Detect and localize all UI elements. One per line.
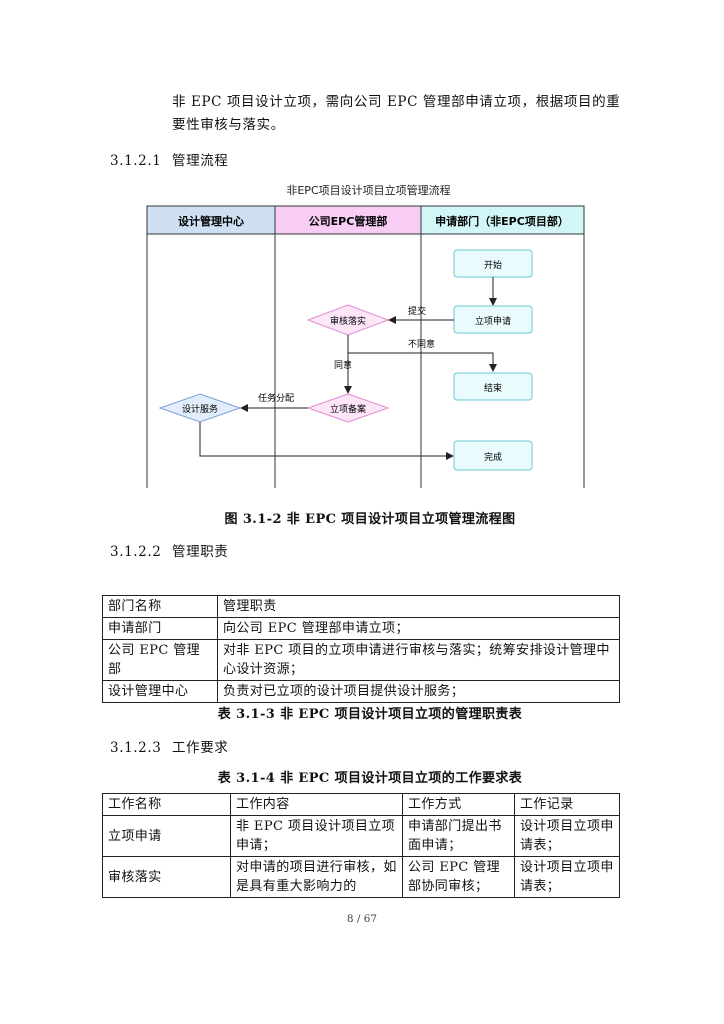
table-header-cell: 工作记录 xyxy=(514,793,620,816)
lane-header-bg xyxy=(420,205,585,235)
edge-complete xyxy=(199,422,454,460)
intro-paragraph: 非 EPC 项目设计立项，需向公司 EPC 管理部申请立项，根据项目的重要性审核… xyxy=(172,94,621,133)
flowchart: 设计管理中心 公司EPC管理部 申请部门（非EPC项目部） 开始 立项申请 审核… xyxy=(146,205,585,488)
lane-label: 设计管理中心 xyxy=(178,214,244,228)
figure-caption: 图 3.1-2 非 EPC 项目设计项目立项管理流程图 xyxy=(224,512,516,527)
node-label: 结束 xyxy=(484,382,502,394)
table-cell: 审核落实 xyxy=(102,856,231,898)
table-cell: 非 EPC 项目设计项目立项申请； xyxy=(230,815,403,857)
table-cell: 设计项目立项申请表； xyxy=(514,856,620,898)
table-cell: 对申请的项目进行审核，如是具有重大影响力的 xyxy=(230,856,403,898)
node-label: 设计服务 xyxy=(182,403,218,415)
table-cell: 立项申请 xyxy=(102,815,231,857)
edge-label: 提交 xyxy=(408,305,426,317)
table-cell: 公司 EPC 管理部协同审核； xyxy=(402,856,515,898)
edge-label: 不同意 xyxy=(408,338,435,350)
table-cell: 设计管理中心 xyxy=(102,680,218,703)
section-title: 管理职责 xyxy=(172,544,229,560)
section-title: 管理流程 xyxy=(172,153,229,169)
table-cell: 向公司 EPC 管理部申请立项； xyxy=(217,617,620,640)
table-cell: 设计项目立项申请表； xyxy=(514,815,620,857)
flowchart-title: 非EPC项目设计项目立项管理流程 xyxy=(286,184,451,197)
node-label: 完成 xyxy=(484,451,502,463)
table-header-cell: 管理职责 xyxy=(217,595,620,618)
table-cell: 申请部门 xyxy=(102,617,218,640)
edge-label: 同意 xyxy=(334,359,352,371)
table-row: 立项申请 非 EPC 项目设计项目立项申请； 申请部门提出书面申请； 设计项目立… xyxy=(102,815,620,857)
table-header-cell: 工作方式 xyxy=(402,793,515,816)
table-cell: 公司 EPC 管理部 xyxy=(102,639,218,681)
requirements-table: 工作名称 工作内容 工作方式 工作记录 立项申请 非 EPC 项目设计项目立项申… xyxy=(102,793,620,898)
table-row: 公司 EPC 管理部 对非 EPC 项目的立项申请进行审核与落实；统筹安排设计管… xyxy=(102,639,620,681)
req-table-caption: 表 3.1-4 非 EPC 项目设计项目立项的工作要求表 xyxy=(217,771,523,786)
node-complete xyxy=(453,440,533,471)
node-label: 立项申请 xyxy=(475,315,511,327)
section-number: 3.1.2.2 xyxy=(110,544,162,560)
node-label: 开始 xyxy=(484,259,502,271)
node-filing xyxy=(306,393,390,423)
table-cell: 对非 EPC 项目的立项申请进行审核与落实；统筹安排设计管理中心设计资源； xyxy=(217,639,620,681)
section-heading-requirements: 3.1.2.3 工作要求 xyxy=(110,736,228,756)
section-title: 工作要求 xyxy=(172,740,229,756)
duty-table-caption: 表 3.1-3 非 EPC 项目设计项目立项的管理职责表 xyxy=(217,707,523,722)
lane-label: 申请部门（非EPC项目部） xyxy=(435,214,569,228)
node-label: 审核落实 xyxy=(330,315,366,327)
table-header-row: 工作名称 工作内容 工作方式 工作记录 xyxy=(102,793,620,816)
table-header-cell: 工作内容 xyxy=(230,793,403,816)
table-cell: 负责对已立项的设计项目提供设计服务； xyxy=(217,680,620,703)
page-number: 8 / 67 xyxy=(346,913,378,925)
section-number: 3.1.2.1 xyxy=(110,153,162,169)
lane-header-bg xyxy=(274,205,422,235)
table-header-row: 部门名称 管理职责 xyxy=(102,595,620,618)
node-label: 立项备案 xyxy=(330,403,366,415)
lane-label: 公司EPC管理部 xyxy=(309,214,388,228)
section-heading-duties: 3.1.2.2 管理职责 xyxy=(110,540,228,560)
table-row: 审核落实 对申请的项目进行审核，如是具有重大影响力的 公司 EPC 管理部协同审… xyxy=(102,856,620,898)
table-row: 申请部门 向公司 EPC 管理部申请立项； xyxy=(102,617,620,640)
section-heading-flow: 3.1.2.1 管理流程 xyxy=(110,149,228,169)
node-end xyxy=(453,372,533,401)
section-number: 3.1.2.3 xyxy=(110,740,162,756)
table-header-cell: 工作名称 xyxy=(102,793,231,816)
table-row: 设计管理中心 负责对已立项的设计项目提供设计服务； xyxy=(102,680,620,703)
duty-table: 部门名称 管理职责 申请部门 向公司 EPC 管理部申请立项； 公司 EPC 管… xyxy=(102,595,620,703)
table-cell: 申请部门提出书面申请； xyxy=(402,815,515,857)
edge-label: 任务分配 xyxy=(258,392,294,404)
table-header-cell: 部门名称 xyxy=(102,595,218,618)
